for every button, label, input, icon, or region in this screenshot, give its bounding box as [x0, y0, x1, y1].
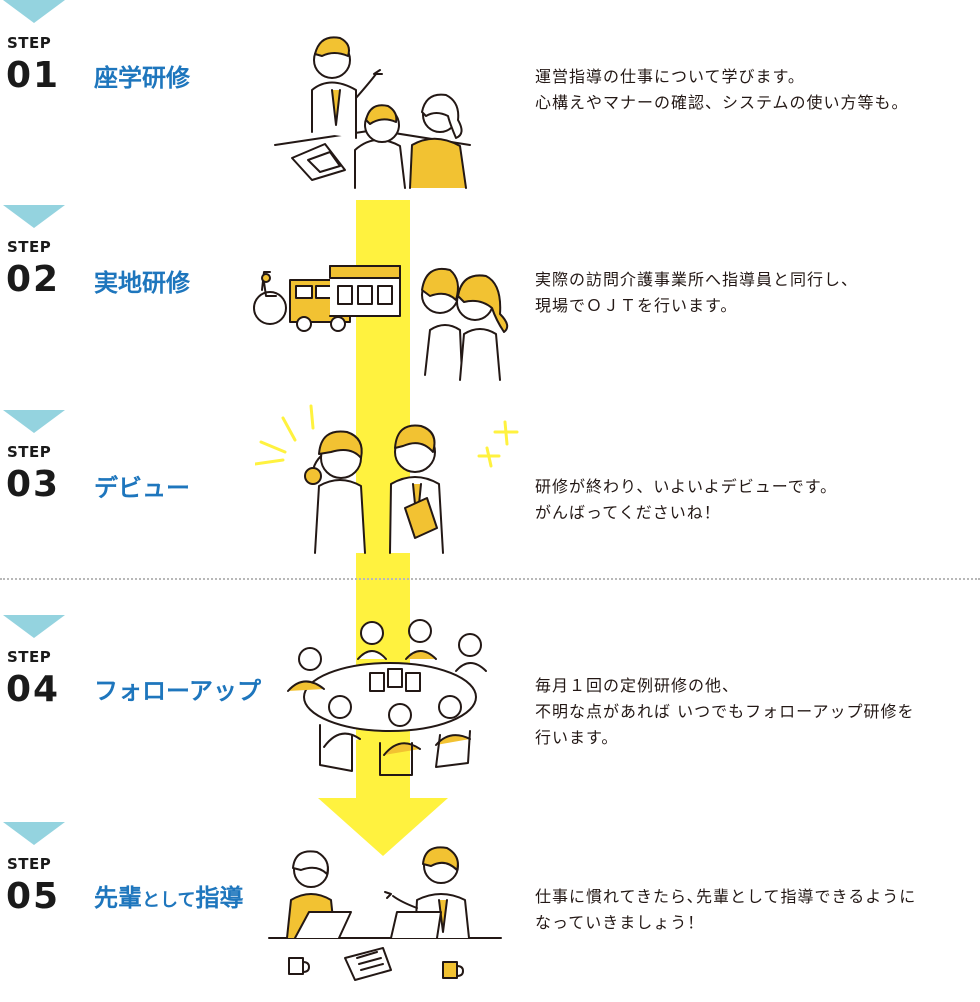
step-label: STEP — [7, 238, 52, 256]
description-line: 運営指導の仕事について学びます。 — [535, 67, 805, 86]
lecture-illustration-icon — [274, 36, 471, 189]
step-description: 運営指導の仕事について学びます。 心構えやマナーの確認、システムの使い方等も。 — [535, 64, 909, 116]
step-number: 01 — [6, 55, 61, 96]
step-marker-icon — [3, 205, 65, 228]
description-line: なっていきましょう！ — [535, 913, 705, 932]
step-title: 座学研修 — [94, 64, 190, 92]
step-05: STEP 05 先輩として指導 — [0, 822, 980, 1002]
description-line: 毎月１回の定例研修の他、 — [535, 676, 740, 695]
step-01: STEP 01 座学研修 運営指導の仕事について学びます。 — [0, 0, 980, 189]
description-line: 実際の訪問介護事業所へ指導員と同行し、 — [535, 270, 859, 289]
step-description: 実際の訪問介護事業所へ指導員と同行し、 現場でＯＪＴを行います。 — [535, 267, 858, 319]
step-marker-icon — [3, 615, 65, 638]
step-04: STEP 04 フォローアップ — [0, 615, 980, 795]
step-description: 仕事に慣れてきたら､先輩として指導できるように なっていきましょう！ — [535, 884, 916, 936]
step-label: STEP — [7, 648, 52, 666]
step-marker-icon — [3, 822, 65, 845]
step-title: フォローアップ — [94, 677, 262, 705]
description-line: 行います。 — [535, 728, 619, 747]
step-marker-icon — [3, 410, 65, 433]
debut-illustration-icon — [255, 404, 519, 554]
description-line: 不明な点があれば いつでもフォローアップ研修を — [535, 702, 915, 721]
step-label: STEP — [7, 443, 52, 461]
step-label: STEP — [7, 34, 52, 52]
step-title: デビュー — [94, 474, 190, 502]
field-training-illustration-icon — [253, 265, 509, 381]
description-line: 仕事に慣れてきたら､先輩として指導できるように — [535, 887, 917, 906]
step-title: 先輩として指導 — [94, 886, 243, 910]
description-line: 研修が終わり、いよいよデビューです。 — [535, 477, 838, 496]
description-line: 現場でＯＪＴを行います。 — [535, 296, 738, 315]
step-title-part: 先輩 — [94, 884, 142, 912]
step-title-part: として — [142, 890, 196, 911]
description-line: がんばってくださいね！ — [535, 503, 721, 522]
step-03: STEP 03 デビュー — [0, 404, 980, 590]
mentoring-illustration-icon — [268, 846, 502, 981]
step-title-part: 指導 — [195, 884, 244, 912]
step-description: 研修が終わり、いよいよデビューです。 がんばってくださいね！ — [535, 474, 837, 526]
step-02: STEP 02 実地研修 — [0, 205, 980, 385]
flow-arrow-head — [318, 798, 448, 856]
step-number: 02 — [6, 259, 61, 300]
section-divider — [0, 578, 980, 580]
step-number: 05 — [6, 876, 61, 917]
step-description: 毎月１回の定例研修の他、 不明な点があれば いつでもフォローアップ研修を 行いま… — [535, 673, 914, 751]
step-title: 実地研修 — [94, 269, 190, 297]
step-number: 03 — [6, 464, 61, 505]
follow-up-meeting-illustration-icon — [287, 619, 487, 776]
description-line: 心構えやマナーの確認、システムの使い方等も。 — [535, 93, 909, 112]
step-number: 04 — [6, 669, 61, 710]
step-marker-icon — [3, 0, 65, 23]
step-label: STEP — [7, 855, 52, 873]
